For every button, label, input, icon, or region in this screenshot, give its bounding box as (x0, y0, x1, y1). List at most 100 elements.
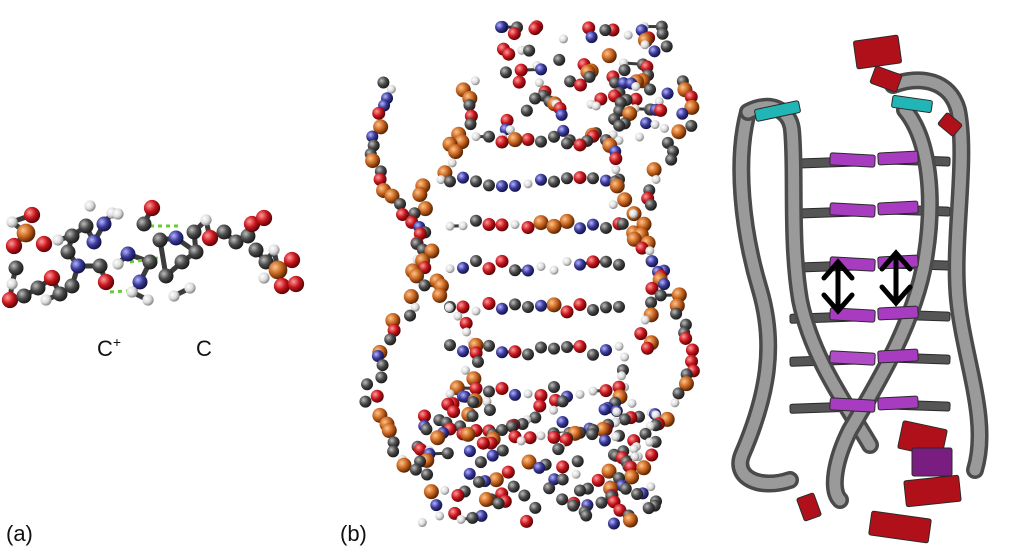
atom (624, 469, 640, 485)
atom (583, 70, 596, 83)
atom (598, 434, 611, 447)
atom (216, 224, 232, 240)
atom (556, 473, 569, 486)
atom (559, 433, 573, 447)
atom (591, 473, 605, 487)
panel-b-ball-and-stick-model: (b) (340, 20, 700, 546)
atom (622, 106, 638, 122)
atom (444, 303, 454, 313)
atom (430, 430, 446, 446)
atom (533, 399, 547, 413)
atom (1, 291, 19, 309)
atom (496, 346, 508, 359)
atom (112, 258, 124, 270)
atom (40, 294, 52, 306)
atom (574, 258, 586, 271)
atom (553, 53, 566, 66)
atom (387, 436, 400, 449)
atom (634, 327, 648, 341)
atom (92, 258, 108, 274)
atom (564, 75, 577, 88)
atom (456, 300, 470, 314)
atom (475, 509, 488, 522)
atom (561, 137, 573, 150)
atom (645, 246, 655, 256)
atom (571, 455, 584, 468)
atom (365, 153, 381, 169)
atom (467, 395, 480, 408)
atom (642, 502, 655, 515)
atom (436, 175, 446, 185)
atom (630, 452, 640, 462)
atom (591, 101, 601, 111)
atom (509, 264, 521, 277)
atom (463, 445, 476, 458)
panel-c-cartoon-model (731, 34, 989, 544)
atom (458, 221, 468, 231)
atom (420, 423, 433, 436)
atom (514, 63, 528, 77)
atom (684, 99, 700, 115)
atom (496, 444, 509, 457)
atom (268, 260, 288, 280)
atom (361, 378, 374, 391)
atom (16, 288, 32, 304)
atom (522, 264, 534, 277)
base-slab (911, 447, 953, 477)
atom (483, 385, 495, 398)
atom (533, 215, 549, 231)
atom (240, 228, 256, 244)
atom (410, 302, 420, 312)
atom (613, 258, 625, 271)
atom (460, 426, 476, 442)
atom (482, 297, 496, 311)
atom (507, 480, 520, 493)
atom (611, 165, 621, 175)
atom (78, 218, 94, 234)
atom (609, 76, 622, 89)
atom (470, 214, 482, 227)
atom (536, 431, 546, 441)
atom (626, 231, 642, 247)
atom (52, 286, 68, 302)
atom (373, 119, 389, 135)
atom (372, 106, 386, 120)
atom (585, 31, 598, 44)
atom (546, 218, 562, 234)
atom (573, 171, 587, 185)
atom (555, 108, 568, 121)
atom (654, 103, 668, 117)
atom (495, 218, 509, 232)
atom (273, 277, 291, 295)
atom (535, 341, 547, 354)
base-slab (829, 152, 876, 168)
base-slab (829, 397, 876, 413)
atom (386, 84, 396, 94)
atom (6, 278, 18, 290)
atom (158, 268, 174, 284)
base-slab (868, 510, 932, 544)
atom (373, 172, 387, 186)
atom (417, 518, 427, 528)
atom (571, 469, 581, 479)
atom (447, 405, 461, 419)
atom (645, 437, 655, 447)
atom (535, 173, 547, 186)
atom (387, 445, 400, 458)
atom (478, 492, 494, 508)
atom (495, 381, 509, 395)
atom (505, 420, 518, 433)
atom (188, 244, 204, 260)
atom (228, 234, 244, 250)
atom (432, 287, 448, 303)
base-slab (877, 395, 919, 411)
atom (444, 175, 456, 188)
atom (635, 241, 649, 255)
atom (656, 27, 669, 40)
atom (588, 386, 598, 396)
atom (685, 343, 699, 357)
atom (631, 82, 641, 92)
atom (614, 135, 624, 145)
atom (587, 348, 599, 361)
atom (561, 341, 573, 354)
